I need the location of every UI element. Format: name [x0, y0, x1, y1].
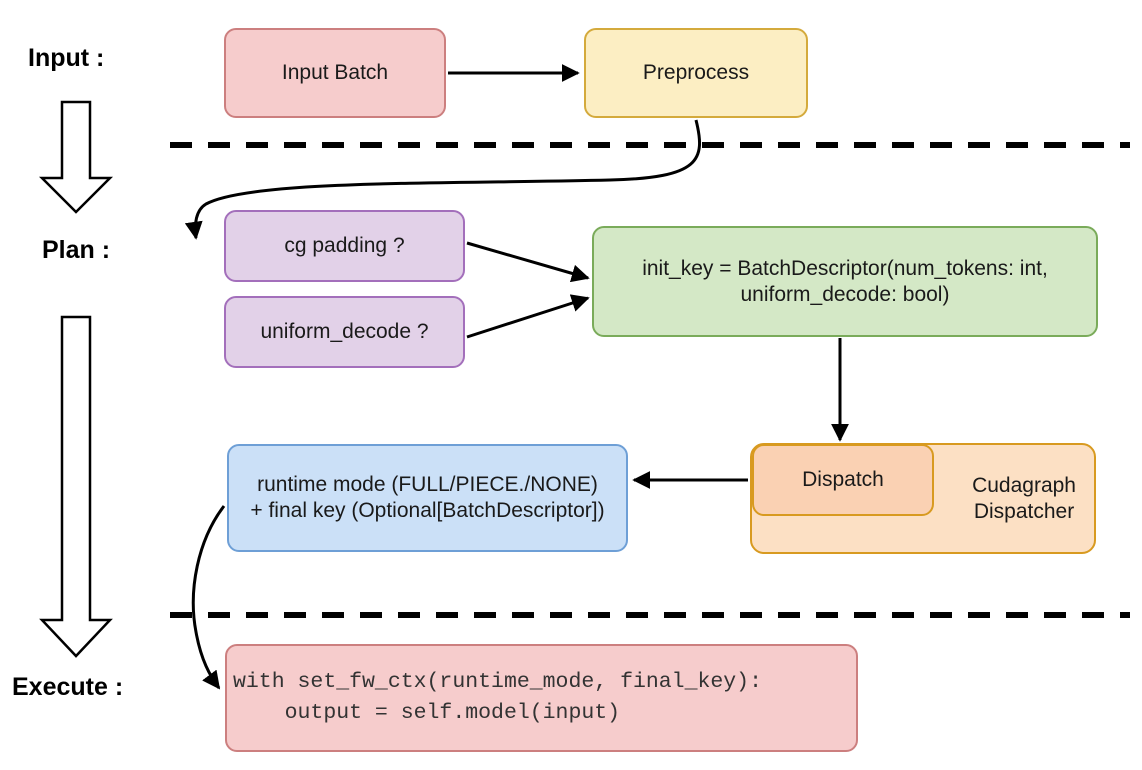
node-batch-descriptor[interactable]: init_key = BatchDescriptor(num_tokens: i…	[592, 226, 1098, 337]
connector-cg-padding-to-descriptor	[466, 241, 590, 283]
input-to-plan-arrow	[38, 100, 114, 214]
plan-to-execute-arrow	[39, 315, 113, 658]
stage-label-execute: Execute :	[12, 673, 124, 701]
stage-label-input: Input :	[28, 44, 105, 72]
connector-uniform-decode-to-descriptor	[466, 294, 590, 339]
node-execute-code-label: with set_fw_ctx(runtime_mode, final_key)…	[233, 670, 762, 725]
node-input-batch[interactable]: Input Batch	[224, 28, 446, 118]
node-input-batch-label: Input Batch	[281, 61, 389, 85]
node-runtime-mode[interactable]: runtime mode (FULL/PIECE./NONE) + final …	[227, 444, 628, 552]
node-preprocess[interactable]: Preprocess	[584, 28, 808, 118]
node-execute-code[interactable]: with set_fw_ctx(runtime_mode, final_key)…	[225, 644, 858, 752]
node-preprocess-label: Preprocess	[642, 61, 750, 85]
node-dispatch-label: Dispatch	[802, 468, 884, 492]
node-dispatch[interactable]: Dispatch	[752, 444, 934, 516]
node-batch-descriptor-label: init_key = BatchDescriptor(num_tokens: i…	[642, 256, 1048, 306]
node-cudagraph-dispatcher-label: Cudagraph Dispatcher	[972, 473, 1076, 523]
node-cg-padding-label: cg padding ?	[284, 234, 405, 258]
node-runtime-mode-label: runtime mode (FULL/PIECE./NONE) + final …	[250, 473, 605, 522]
node-uniform-decode-label: uniform_decode ?	[260, 320, 429, 344]
node-cg-padding[interactable]: cg padding ?	[224, 210, 465, 282]
node-uniform-decode[interactable]: uniform_decode ?	[224, 296, 465, 368]
connector-runtime-mode-to-execute	[191, 505, 226, 690]
stage-label-plan: Plan :	[42, 236, 111, 264]
